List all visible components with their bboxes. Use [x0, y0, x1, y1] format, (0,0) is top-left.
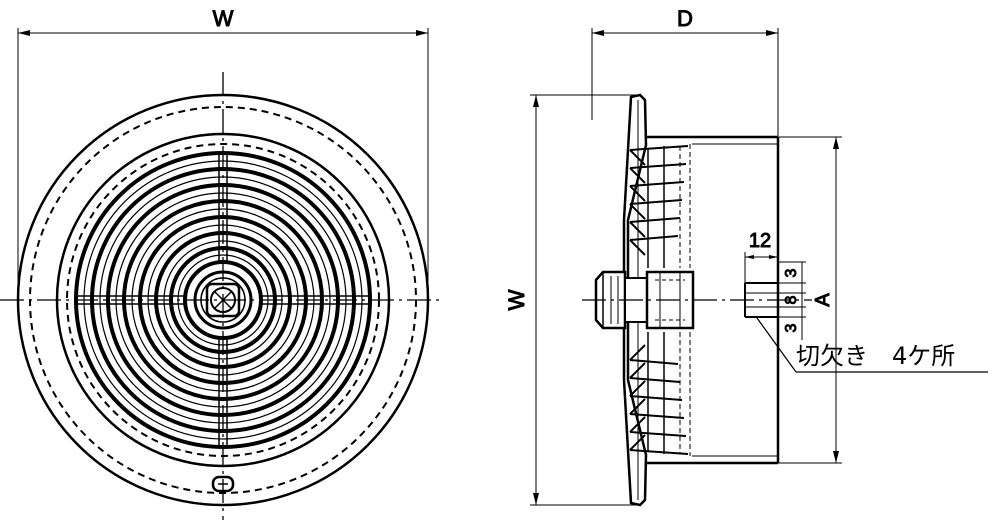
- front-width-dimension: [17, 28, 429, 300]
- opening-label: A: [812, 293, 834, 307]
- slot-middle-label: 8: [783, 295, 800, 304]
- slot-upper-label: 3: [783, 268, 800, 277]
- side-depth-label: D: [677, 6, 693, 31]
- front-width-label: W: [213, 6, 234, 31]
- notch-slot: [744, 252, 806, 340]
- notch-leader: [756, 317, 988, 373]
- side-view: D W A: [504, 6, 988, 507]
- side-height-label: W: [504, 289, 529, 310]
- louver-fins-upper: [629, 144, 691, 268]
- slot-lower-label: 3: [783, 323, 800, 332]
- slot-width-label: 12: [749, 230, 771, 252]
- front-center-lines: [0, 72, 440, 520]
- cross-ribs: [76, 153, 370, 447]
- louver-fins-lower: [629, 332, 691, 456]
- side-height-dimension: [530, 94, 640, 506]
- side-depth-dimension: [591, 28, 779, 136]
- notch-note: 切欠き 4ケ所: [796, 342, 955, 370]
- front-view: W: [0, 6, 440, 520]
- opening-dimension: [778, 136, 842, 464]
